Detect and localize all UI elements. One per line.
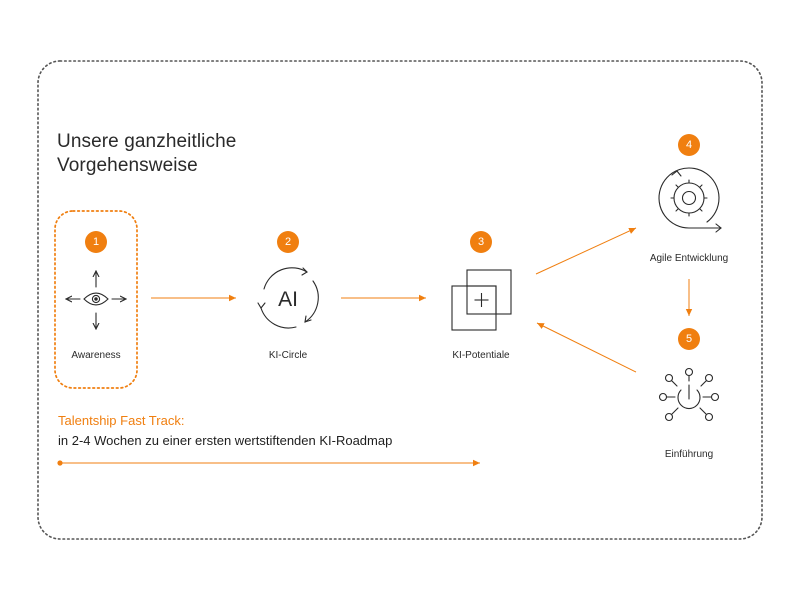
step-badge-3: 3: [470, 231, 492, 253]
awareness-highlight-frame: [54, 210, 138, 389]
outer-frame: [37, 60, 763, 540]
step-badge-2: 2: [277, 231, 299, 253]
ai-cycle-icon: [257, 267, 319, 329]
gear-cycle-icon: [658, 167, 722, 233]
step-label-awareness: Awareness: [71, 350, 121, 361]
power-network-icon: [658, 367, 720, 422]
arrow-step3-to-step4: [535, 227, 637, 275]
step-label-agile-entwicklung: Agile Entwicklung: [649, 253, 729, 264]
fast-track-subtitle: in 2-4 Wochen zu einer ersten wertstifte…: [58, 433, 393, 448]
ai-cycle-text: AI: [278, 288, 298, 311]
step-label-ki-potentiale: KI-Potentiale: [452, 350, 510, 361]
step-label-einfuehrung: Einführung: [664, 449, 714, 460]
overlapping-squares-plus-icon: [451, 269, 512, 331]
page-title-line-1: Unsere ganzheitliche: [57, 131, 237, 152]
step-badge-4: 4: [678, 134, 700, 156]
arrow-step5-to-step3: [536, 322, 637, 373]
step-label-ki-circle: KI-Circle: [268, 350, 308, 361]
step-badge-1: 1: [85, 231, 107, 253]
step-badge-5: 5: [678, 328, 700, 350]
page-title: Unsere ganzheitliche Vorgehensweise: [57, 130, 236, 178]
page-title-line-2: Vorgehensweise: [57, 155, 198, 176]
fast-track-title: Talentship Fast Track:: [58, 413, 185, 428]
eye-arrows-icon: [66, 271, 126, 329]
